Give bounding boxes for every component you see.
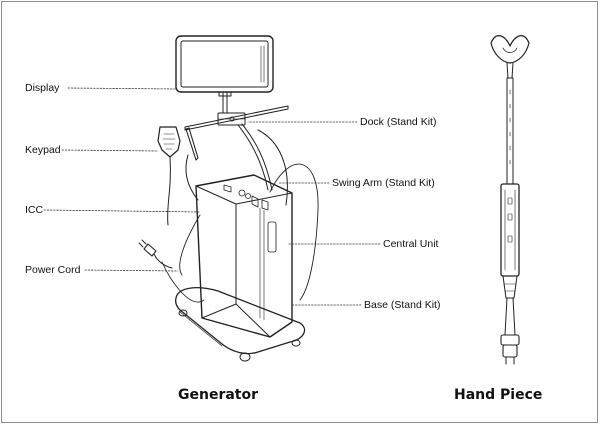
label-icc: ICC xyxy=(25,204,44,216)
display-screen xyxy=(175,35,274,93)
display-pole xyxy=(218,91,232,114)
label-central-unit: Central Unit xyxy=(383,238,439,250)
leader-display xyxy=(67,87,177,90)
label-power-cord: Power Cord xyxy=(25,264,81,276)
label-dock: Dock (Stand Kit) xyxy=(360,116,437,128)
leader-icc xyxy=(43,209,201,213)
label-swing-arm: Swing Arm (Stand Kit) xyxy=(332,177,435,189)
swing-arm-stand-kit xyxy=(237,123,288,206)
leader-lines xyxy=(43,87,381,306)
keypad-device xyxy=(157,126,181,226)
generator-cables xyxy=(161,163,319,303)
leader-keypad xyxy=(61,149,159,152)
leader-power-cord xyxy=(84,269,179,272)
label-base: Base (Stand Kit) xyxy=(364,299,441,311)
caption-generator: Generator xyxy=(178,387,259,403)
label-keypad: Keypad xyxy=(25,144,61,156)
dock-stand-kit xyxy=(184,105,289,131)
label-display: Display xyxy=(25,82,60,94)
caption-hand-piece: Hand Piece xyxy=(454,387,543,403)
base-stand-kit xyxy=(174,287,306,362)
hand-piece-illustration xyxy=(490,35,530,365)
generator-illustration xyxy=(138,35,319,362)
central-unit-body xyxy=(195,174,293,338)
power-cord-plug xyxy=(138,239,173,269)
